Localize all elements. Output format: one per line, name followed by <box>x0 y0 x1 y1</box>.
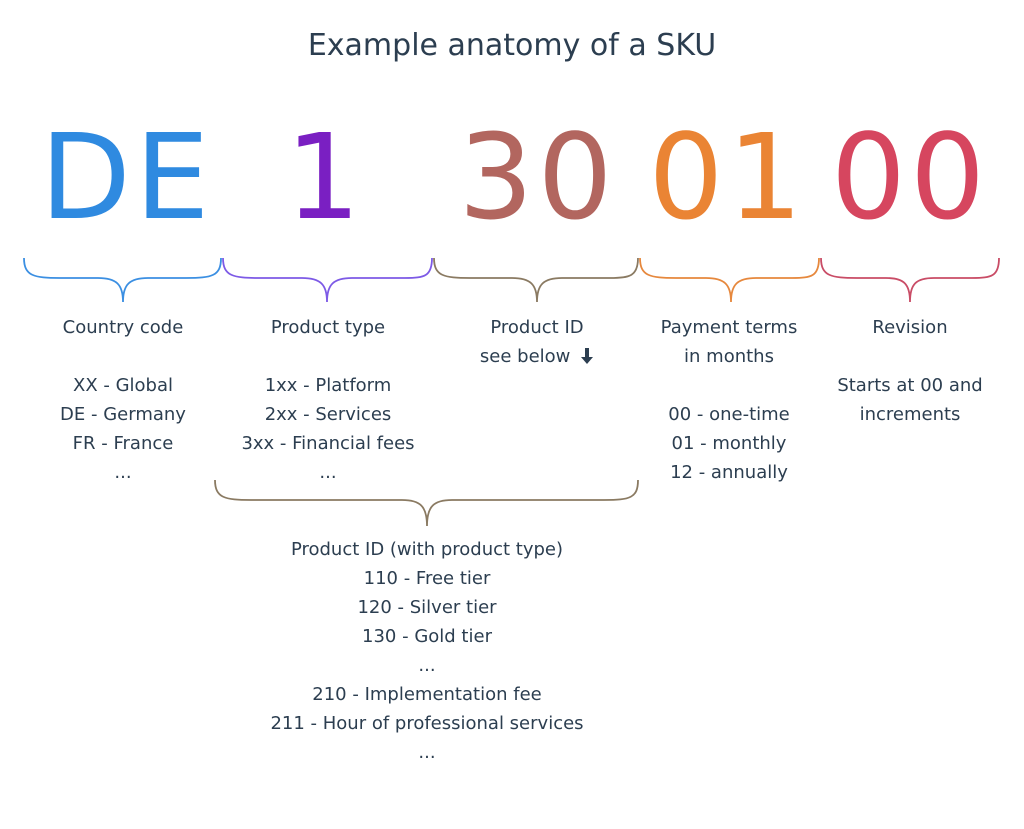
list-item: ... <box>418 655 436 676</box>
list-item: DE - Germany <box>60 404 186 425</box>
brace-product-type <box>222 257 433 303</box>
product-id-label: Product ID see below <box>434 313 640 373</box>
list-item: 211 - Hour of professional services <box>270 713 584 734</box>
product-id-list: Product ID (with product type) 110 - Fre… <box>227 535 627 767</box>
product-type-label: Product type 1xx - Platform 2xx - Servic… <box>223 313 433 487</box>
brace-revision <box>820 257 1000 303</box>
sku-segment-revision: 00 <box>830 108 990 246</box>
list-item: FR - France <box>72 433 174 454</box>
list-item: 110 - Free tier <box>363 568 491 589</box>
sku-segment-payment: 01 <box>648 108 807 246</box>
list-item: ... <box>319 462 337 483</box>
payment-terms-heading: Payment terms <box>660 317 798 338</box>
brace-country <box>23 257 222 303</box>
sku-segment-country: DE <box>40 108 214 246</box>
list-item: 210 - Implementation fee <box>312 684 542 705</box>
diagram-title: Example anatomy of a SKU <box>307 28 717 63</box>
list-item: 2xx - Services <box>264 404 392 425</box>
payment-terms-heading-line2: in months <box>684 346 774 367</box>
payment-terms-label: Payment terms in months 00 - one-time 01… <box>636 313 822 487</box>
list-item: 3xx - Financial fees <box>241 433 415 454</box>
list-item: 00 - one-time <box>668 404 790 425</box>
list-item: 120 - Silver tier <box>357 597 497 618</box>
product-type-heading: Product type <box>270 317 386 338</box>
product-id-subheading: see below <box>479 346 571 367</box>
brace-payment-terms <box>639 257 820 303</box>
country-code-label: Country code XX - Global DE - Germany FR… <box>24 313 222 487</box>
product-id-heading: Product ID <box>490 317 584 338</box>
list-item: 01 - monthly <box>671 433 787 454</box>
sku-segment-type: 1 <box>285 108 365 246</box>
arrow-down-icon <box>580 344 594 373</box>
brace-product-id <box>433 257 639 303</box>
list-item: ... <box>418 742 436 763</box>
country-code-heading: Country code <box>62 317 184 338</box>
list-item: XX - Global <box>72 375 174 396</box>
revision-heading: Revision <box>872 317 948 338</box>
product-id-list-heading: Product ID (with product type) <box>290 539 564 560</box>
list-item: ... <box>114 462 132 483</box>
revision-description: Starts at 00 and <box>837 375 983 396</box>
list-item: 130 - Gold tier <box>362 626 492 647</box>
revision-label: Revision Starts at 00 and increments <box>815 313 1005 429</box>
revision-description-line2: increments <box>859 404 961 425</box>
sku-segment-product-id: 30 <box>458 108 617 246</box>
list-item: 1xx - Platform <box>264 375 392 396</box>
list-item: 12 - annually <box>670 462 788 483</box>
